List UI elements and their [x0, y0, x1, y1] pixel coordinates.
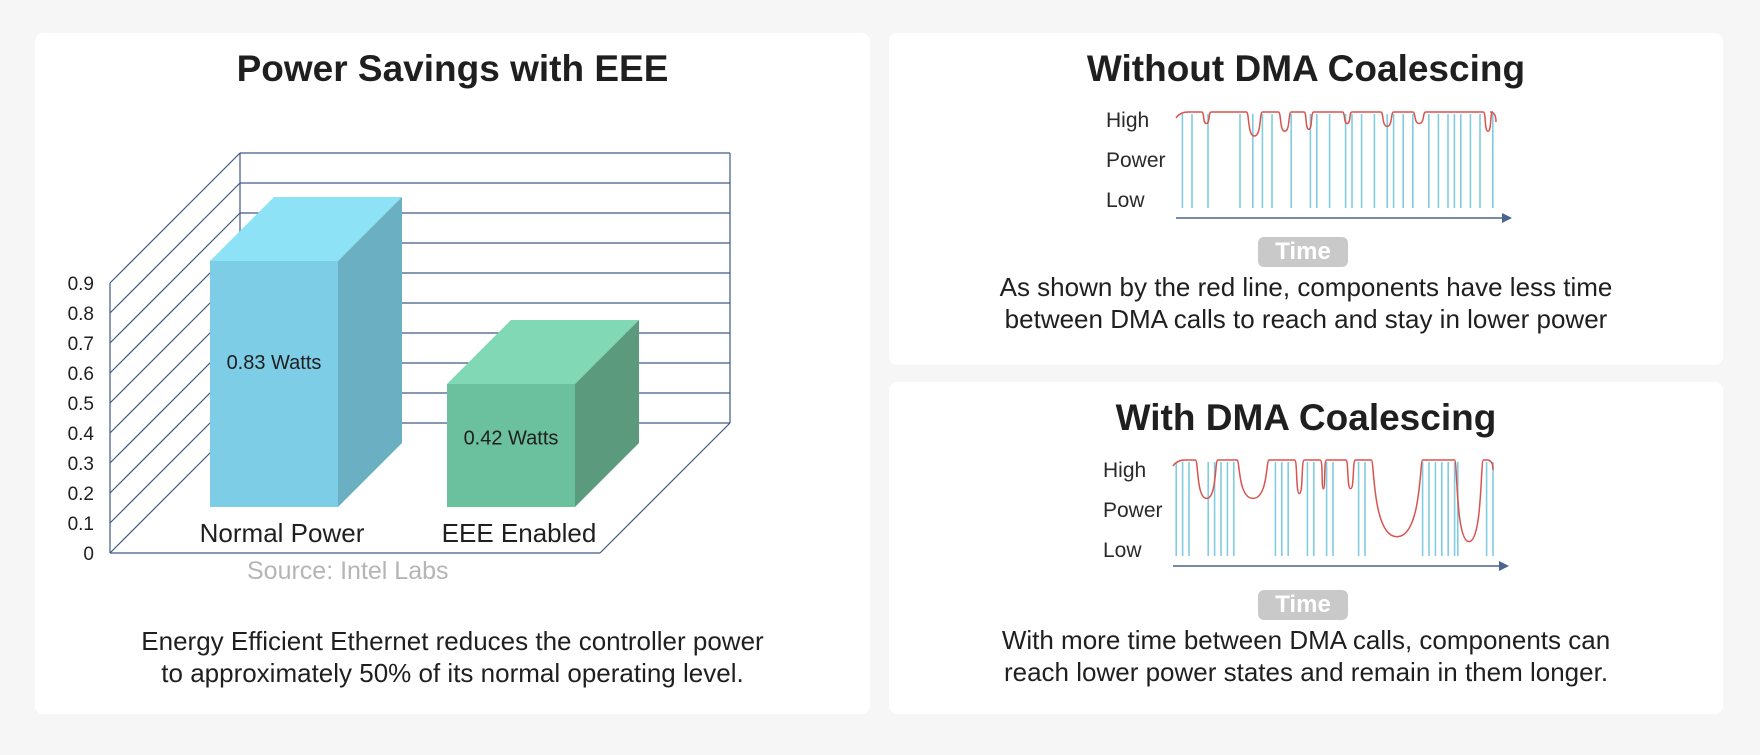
category-label: EEE Enabled — [442, 518, 597, 548]
time-axis-arrow — [1502, 213, 1512, 223]
with-coalescing-card: With DMA Coalescing High Power Low Time … — [889, 382, 1723, 714]
without-coalescing-card: Without DMA Coalescing High Power Low Ti… — [889, 33, 1723, 365]
y-tick-label: 0.7 — [68, 334, 94, 355]
low-label: Low — [1103, 539, 1142, 562]
y-tick-label: 0.6 — [68, 364, 94, 385]
y-tick-label: 0.9 — [68, 274, 94, 295]
y-tick-labels: 0 0.1 0.2 0.3 0.4 0.5 0.6 0.7 0.8 0.9 — [68, 274, 95, 565]
gridline — [109, 152, 241, 284]
time-label: Time — [1258, 237, 1348, 267]
with-coalescing-title: With DMA Coalescing — [1115, 397, 1497, 438]
data-label: 0.42 Watts — [464, 427, 559, 449]
time-axis-arrow — [1499, 561, 1509, 571]
source-label: Source: Intel Labs — [247, 557, 449, 585]
high-label: High — [1103, 459, 1147, 482]
without-coalescing-title: Without DMA Coalescing — [1086, 48, 1526, 89]
bar — [210, 261, 338, 507]
without-coalescing-caption: As shown by the red line, components hav… — [889, 271, 1723, 335]
bar-side — [338, 197, 402, 507]
eee-caption-line1: Energy Efficient Ethernet reduces the co… — [141, 626, 764, 656]
time-label: Time — [1258, 590, 1348, 620]
without-caption-line2: between DMA calls to reach and stay in l… — [1004, 304, 1608, 334]
power-label: Power — [1103, 499, 1163, 522]
y-tick-label: 0.8 — [68, 304, 94, 325]
gridline — [109, 182, 241, 314]
bar — [447, 384, 575, 507]
gridline — [109, 212, 241, 344]
power-label: Power — [1106, 149, 1166, 172]
eee-power-card: Power Savings with EEE Source: Intel Lab… — [35, 33, 870, 714]
bars — [210, 197, 639, 507]
without-caption-line1: As shown by the red line, components hav… — [999, 272, 1613, 302]
eee-caption: Energy Efficient Ethernet reduces the co… — [35, 625, 870, 689]
power-curve — [1175, 111, 1497, 137]
low-label: Low — [1106, 189, 1145, 212]
eee-chart-title: Power Savings with EEE — [236, 48, 669, 89]
with-caption-line1: With more time between DMA calls, compon… — [1001, 625, 1611, 655]
with-caption-line2: reach lower power states and remain in t… — [1003, 657, 1609, 687]
bar-side — [575, 320, 639, 507]
high-label: High — [1106, 109, 1150, 132]
without-coalescing-waveform — [1175, 111, 1512, 223]
y-tick-label: 0.1 — [68, 514, 94, 535]
y-tick-label: 0 — [83, 544, 94, 565]
with-coalescing-waveform — [1172, 459, 1509, 571]
y-tick-label: 0.4 — [68, 424, 95, 445]
floor-edge — [599, 422, 731, 554]
y-tick-label: 0.2 — [68, 484, 94, 505]
data-label: 0.83 Watts — [227, 352, 322, 374]
y-tick-label: 0.3 — [68, 454, 94, 475]
category-label: Normal Power — [200, 518, 365, 548]
with-coalescing-caption: With more time between DMA calls, compon… — [889, 624, 1723, 688]
y-tick-label: 0.5 — [68, 394, 94, 415]
eee-caption-line2: to approximately 50% of its normal opera… — [161, 658, 744, 688]
power-curve — [1172, 459, 1494, 543]
